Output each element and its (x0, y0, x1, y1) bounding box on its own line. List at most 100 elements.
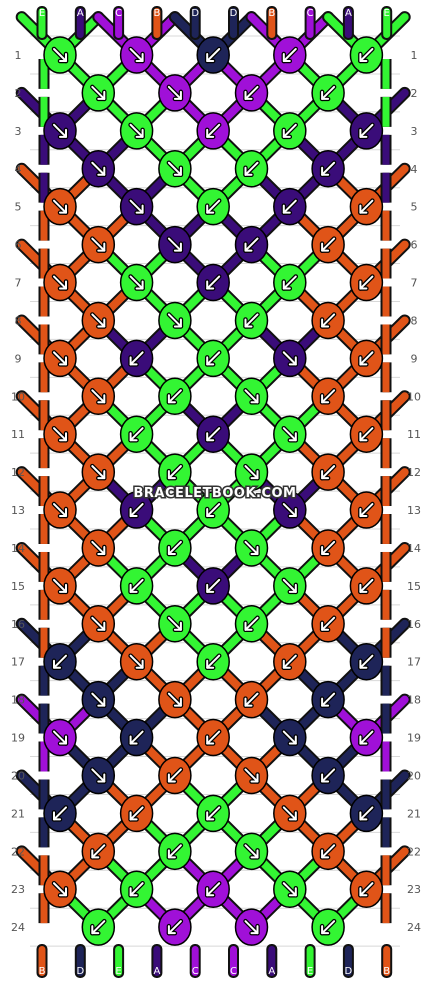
row-number-right: 3 (411, 125, 418, 138)
arrow-head (288, 735, 297, 745)
knot (273, 642, 307, 681)
arrow-head (282, 280, 291, 290)
arrow-down-left-icon (359, 48, 374, 62)
knot (311, 756, 345, 795)
arrow-head (129, 887, 138, 897)
knot (273, 339, 307, 378)
arrow-down-left-icon (321, 313, 336, 328)
arrow-head (359, 508, 368, 518)
knot (349, 112, 384, 150)
bottom-strand-label: C (230, 966, 237, 977)
arrow-down-right-icon (129, 199, 144, 214)
arrow-down-left-icon (206, 503, 221, 518)
row-number-left: 6 (15, 239, 22, 252)
knot (43, 187, 77, 226)
knot (311, 908, 345, 946)
row-number-right: 6 (411, 239, 418, 252)
knot (81, 377, 116, 416)
arrow-head (321, 242, 330, 252)
knot (81, 301, 116, 340)
arrow-down-left-icon (321, 389, 336, 404)
arrow-down-right-icon (167, 616, 182, 631)
knot (119, 339, 154, 378)
arrow-head (59, 280, 67, 290)
arrow-down-right-icon (91, 389, 106, 404)
row-number-right: 11 (407, 428, 421, 441)
arrow-down-right-icon (129, 123, 144, 138)
arrow-head (167, 470, 176, 480)
knot (119, 415, 154, 453)
arrow-down-left-icon (359, 275, 374, 290)
knot (158, 605, 192, 643)
arrow-head (173, 90, 182, 100)
arrow-head (359, 659, 368, 669)
arrow-down-left-icon (129, 882, 144, 897)
arrow-down-left-icon (282, 654, 297, 669)
arrow-down-left-icon (321, 237, 336, 252)
arrow-down-left-icon (167, 389, 182, 404)
knot (349, 642, 384, 681)
row-number-left: 15 (11, 580, 25, 593)
knot (119, 187, 154, 226)
knot (311, 225, 345, 264)
arrow-head (59, 128, 67, 138)
arrow-head (359, 280, 368, 290)
arrow-head (135, 128, 144, 138)
row-number-right: 8 (411, 314, 418, 327)
knot (158, 377, 192, 416)
top-strand (191, 8, 199, 38)
knot (311, 150, 345, 188)
knot (311, 832, 345, 871)
arrow-down-left-icon (359, 351, 374, 366)
arrow-head (173, 621, 182, 631)
knot (311, 74, 345, 112)
arrow-head (321, 925, 330, 935)
bottom-strand-label: A (153, 966, 160, 977)
row-number-right: 18 (407, 694, 421, 707)
row-number-left: 13 (11, 504, 25, 517)
arrow-head (359, 356, 368, 366)
arrow-head (59, 356, 67, 366)
knot (234, 529, 269, 567)
row-number-left: 17 (11, 656, 25, 669)
arrow-head (129, 811, 138, 821)
arrow-head (206, 356, 215, 366)
arrow-down-left-icon (359, 578, 374, 593)
top-strand (268, 8, 276, 38)
knot (311, 680, 345, 719)
arrow-head (244, 90, 253, 100)
arrow-head (97, 242, 106, 252)
arrow-head (359, 204, 368, 214)
grid-lines (30, 35, 400, 947)
arrow-head (135, 53, 144, 62)
arrow-head (97, 470, 106, 480)
knot (119, 870, 154, 908)
knot (196, 415, 230, 453)
arrow-head (53, 659, 61, 669)
arrow-down-left-icon (129, 351, 144, 366)
knot (311, 605, 345, 643)
top-strand (76, 8, 84, 38)
arrow-down-left-icon (167, 768, 182, 783)
arrow-head (321, 621, 330, 631)
knot (158, 453, 192, 491)
arrow-down-left-icon (167, 844, 182, 859)
arrow-down-right-icon (244, 844, 259, 859)
knot (234, 225, 269, 264)
knot (273, 491, 307, 529)
bottom-strand-label: C (192, 966, 199, 977)
arrow-down-right-icon (91, 313, 106, 328)
arrow-head (206, 583, 215, 593)
arrow-head (129, 432, 138, 442)
arrow-head (321, 545, 330, 555)
arrow-down-left-icon (167, 920, 182, 935)
knot (81, 756, 116, 795)
arrow-down-right-icon (282, 351, 297, 366)
knot (273, 567, 307, 605)
arrow-head (288, 356, 297, 366)
arrow-head (53, 811, 61, 821)
arrow-head (206, 128, 215, 138)
arrow-down-left-icon (321, 161, 336, 176)
arrow-down-right-icon (282, 578, 297, 593)
